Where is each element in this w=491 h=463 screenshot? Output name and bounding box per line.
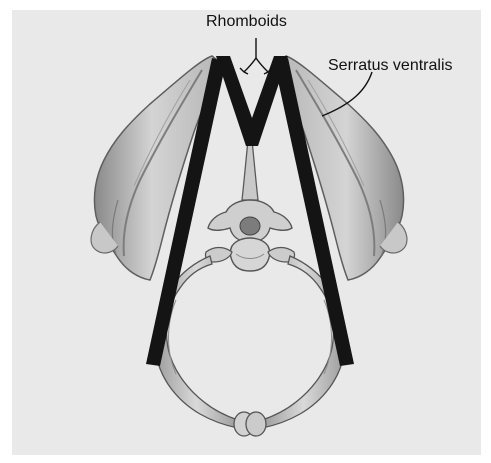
thoracic-vertebra	[205, 140, 294, 271]
serratus-ventralis-label: Serratus ventralis	[328, 58, 453, 74]
rhomboids-label: Rhomboids	[206, 14, 287, 30]
rib-pair	[155, 256, 345, 428]
sternum	[234, 412, 266, 436]
right-scapula	[276, 56, 407, 280]
rhomboids-pointer	[240, 38, 272, 74]
